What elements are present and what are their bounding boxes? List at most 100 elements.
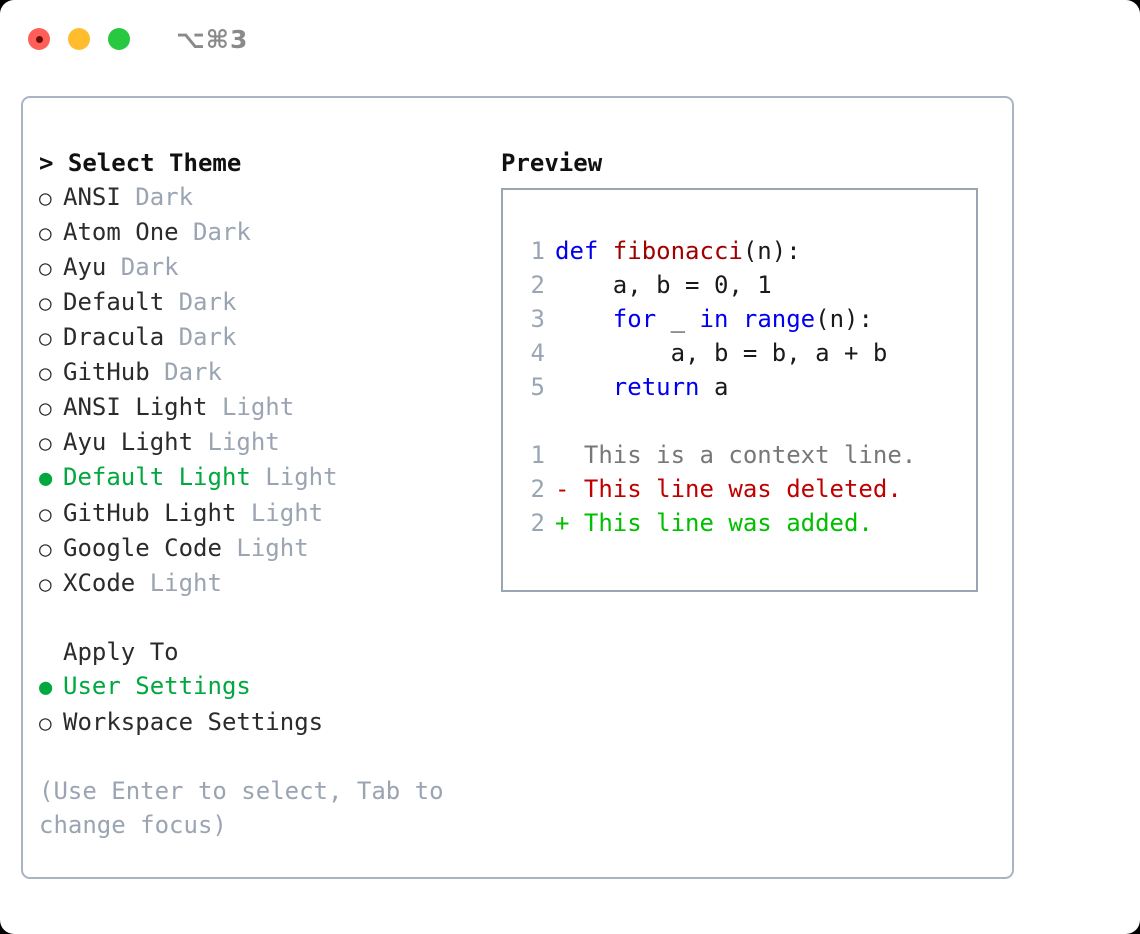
apply-to-label: Apply To (63, 638, 179, 666)
code-line: 4 a, b = b, a + b (519, 336, 976, 370)
line-number: 2 (530, 475, 545, 503)
code-diff-separator (519, 404, 976, 438)
theme-option-ayu[interactable]: ○ Ayu Dark (39, 250, 501, 285)
radio-unselected-icon: ○ (39, 291, 52, 315)
theme-option-dracula[interactable]: ○ Dracula Dark (39, 320, 501, 355)
keyboard-hint-text: (Use Enter to select, Tab to change focu… (39, 777, 459, 839)
theme-picker-panel: > Select Theme ○ANSI Dark○Atom One Dark○… (21, 96, 1014, 879)
code-token-fn: fibonacci (612, 237, 743, 265)
theme-option-default[interactable]: ○ Default Dark (39, 285, 501, 320)
theme-option-atom-one[interactable]: ○ Atom One Dark (39, 215, 501, 250)
theme-option-label: ANSI (63, 183, 121, 211)
minimize-button[interactable] (68, 28, 90, 50)
diff-text: This is a context line. (555, 441, 917, 469)
code-token-plain: (n): (742, 237, 801, 265)
theme-option-ansi-light[interactable]: ○ ANSI Light Light (39, 390, 501, 425)
theme-option-label: GitHub (63, 358, 150, 386)
diff-line-add: 2 + This line was added. (519, 506, 976, 540)
code-line: 5 return a (519, 370, 976, 404)
code-token-kw: for (612, 305, 657, 333)
diff-text: + This line was added. (555, 509, 873, 537)
radio-unselected-icon: ○ (39, 256, 52, 280)
theme-option-tag: Dark (164, 288, 237, 316)
theme-option-tag: Dark (164, 323, 237, 351)
code-token-kw: return (612, 373, 700, 401)
theme-option-tag: Light (193, 428, 280, 456)
theme-option-label: Google Code (63, 534, 222, 562)
apply-to-option-label: Workspace Settings (63, 708, 324, 736)
theme-option-label: ANSI Light (63, 393, 208, 421)
line-number: 3 (530, 305, 545, 333)
theme-option-default-light[interactable]: ● Default Light Light (39, 460, 501, 496)
traffic-lights (28, 28, 130, 50)
theme-option-tag: Light (135, 569, 222, 597)
theme-option-tag: Light (250, 463, 338, 491)
theme-option-label: Ayu (63, 253, 107, 281)
radio-unselected-icon: ○ (39, 326, 52, 350)
radio-unselected-icon: ○ (39, 711, 52, 735)
theme-option-label: Ayu Light (63, 428, 194, 456)
apply-to-option-workspace-settings[interactable]: ○ Workspace Settings (39, 705, 501, 740)
code-token-kw: def (555, 237, 613, 265)
code-token-plain (728, 305, 742, 333)
diff-text: - This line was deleted. (555, 475, 902, 503)
titlebar: ⌥⌘3 (0, 0, 1140, 78)
theme-option-github-light[interactable]: ○GitHub Light Light (39, 496, 501, 531)
code-token-kw: range (742, 305, 816, 333)
code-token-plain (555, 305, 613, 333)
code-token-kw: in (699, 305, 729, 333)
theme-option-tag: Dark (106, 253, 179, 281)
line-number: 2 (530, 509, 545, 537)
diff-sample: 1 This is a context line. 2 - This line wa… (519, 438, 976, 540)
line-number: 1 (530, 441, 545, 469)
theme-list-column: > Select Theme ○ANSI Dark○Atom One Dark○… (39, 146, 501, 842)
code-token-plain: (n): (815, 305, 873, 333)
theme-option-label: Dracula (63, 323, 165, 351)
theme-option-tag: Dark (120, 183, 194, 211)
radio-unselected-icon: ○ (39, 431, 52, 455)
line-number: 2 (530, 271, 545, 299)
theme-option-tag: Light (236, 499, 324, 527)
theme-option-tag: Dark (178, 218, 251, 246)
theme-option-label: Default (63, 288, 165, 316)
apply-to-option-user-settings[interactable]: ●User Settings (39, 669, 501, 705)
theme-option-label: GitHub Light (63, 499, 237, 527)
theme-option-label: Default Light (63, 463, 251, 491)
code-token-plain: a, b = b, a + b (555, 339, 888, 367)
theme-option-tag: Light (207, 393, 295, 421)
theme-option-label: Atom One (63, 218, 179, 246)
code-token-plain: a (699, 373, 729, 401)
theme-option-tag: Light (221, 534, 309, 562)
code-text: a, b = b, a + b (555, 336, 888, 370)
close-icon (35, 35, 43, 43)
code-text: def fibonacci(n): (555, 234, 801, 268)
code-text: return a (555, 370, 729, 404)
close-button[interactable] (28, 28, 50, 50)
code-token-plain (555, 373, 613, 401)
keyboard-shortcut-label: ⌥⌘3 (176, 24, 249, 54)
theme-option-ansi[interactable]: ○ ANSI Dark (39, 180, 501, 215)
theme-option-google-code[interactable]: ○ Google Code Light (39, 531, 501, 566)
theme-option-xcode[interactable]: ○ XCode Light (39, 566, 501, 601)
radio-unselected-icon: ○ (39, 186, 52, 210)
radio-selected-icon: ● (39, 466, 53, 491)
code-line: 2 a, b = 0, 1 (519, 268, 976, 302)
theme-option-tag: Dark (149, 358, 222, 386)
code-token-plain: _ (656, 305, 700, 333)
radio-unselected-icon: ○ (39, 396, 52, 420)
radio-unselected-icon: ○ (39, 572, 52, 596)
radio-unselected-icon: ○ (39, 221, 52, 245)
theme-option-label: XCode (63, 569, 136, 597)
line-number: 5 (530, 373, 545, 401)
theme-option-github[interactable]: ○GitHub Dark (39, 355, 501, 390)
theme-option-ayu-light[interactable]: ○ Ayu Light Light (39, 425, 501, 460)
diff-line-ctx: 1 This is a context line. (519, 438, 976, 472)
theme-option-list: ○ ANSI Dark ○ Atom One Dark ○ Ayu Dark ○ Defaul… (39, 180, 501, 601)
radio-unselected-icon: ○ (39, 537, 52, 561)
apply-to-option-label: User Settings (63, 672, 251, 700)
zoom-button[interactable] (108, 28, 130, 50)
